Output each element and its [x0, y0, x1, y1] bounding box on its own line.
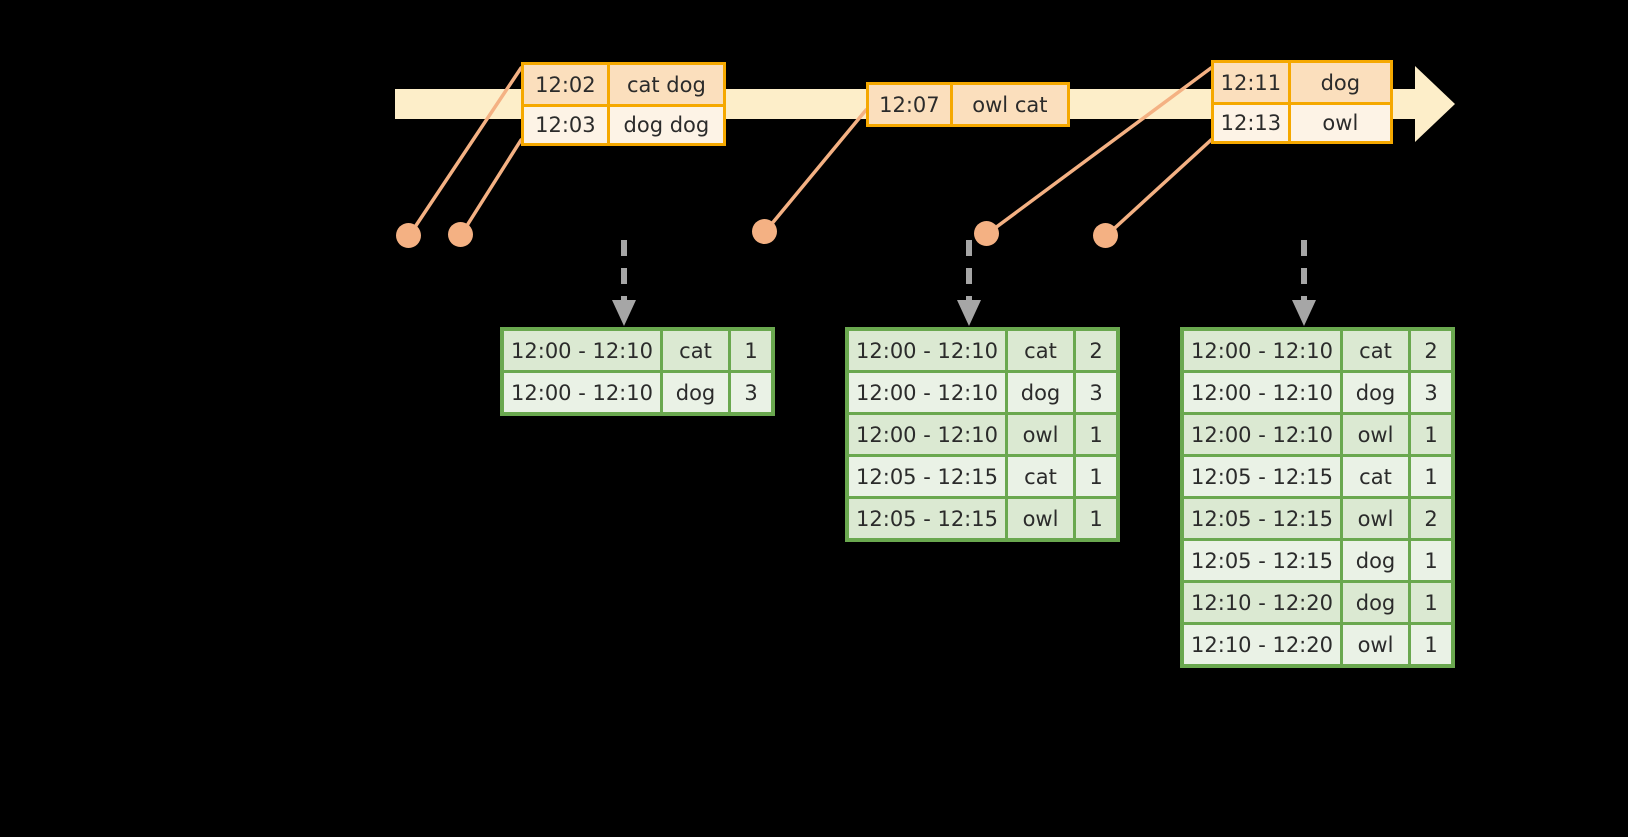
cell-window: 12:05 - 12:15	[849, 499, 1005, 538]
cell-count: 1	[1411, 415, 1451, 454]
cell-count: 1	[731, 331, 771, 370]
cell-count: 1	[1076, 457, 1116, 496]
cell-window: 12:00 - 12:10	[1184, 373, 1340, 412]
event-box-3: 12:11 dog 12:13 owl	[1211, 60, 1393, 144]
cell-window: 12:05 - 12:15	[849, 457, 1005, 496]
event-time: 12:03	[524, 107, 610, 143]
cell-word: dog	[1343, 373, 1408, 412]
table-row: 12:00 - 12:10 cat 2	[849, 331, 1116, 370]
cell-count: 1	[1076, 415, 1116, 454]
cell-word: dog	[663, 373, 728, 412]
cell-word: cat	[663, 331, 728, 370]
cell-word: cat	[1008, 331, 1073, 370]
table-row: 12:05 - 12:15 dog 1	[1184, 541, 1451, 580]
event-row: 12:11 dog	[1214, 63, 1390, 102]
table-row: 12:10 - 12:20 owl 1	[1184, 625, 1451, 664]
cell-count: 2	[1076, 331, 1116, 370]
event-box-1: 12:02 cat dog 12:03 dog dog	[521, 62, 726, 146]
cell-word: dog	[1343, 583, 1408, 622]
event-row: 12:07 owl cat	[869, 85, 1067, 124]
table-row: 12:00 - 12:10 owl 1	[1184, 415, 1451, 454]
cell-window: 12:05 - 12:15	[1184, 541, 1340, 580]
table-row: 12:00 - 12:10 owl 1	[849, 415, 1116, 454]
event-row: 12:13 owl	[1214, 102, 1390, 141]
event-time: 12:11	[1214, 63, 1291, 102]
cell-count: 3	[731, 373, 771, 412]
cell-window: 12:00 - 12:10	[504, 331, 660, 370]
cell-count: 1	[1411, 541, 1451, 580]
table-row: 12:05 - 12:15 owl 2	[1184, 499, 1451, 538]
cell-window: 12:00 - 12:10	[849, 415, 1005, 454]
cell-count: 1	[1411, 457, 1451, 496]
dashed-down-arrow-icon-1	[612, 240, 636, 326]
cell-window: 12:00 - 12:10	[1184, 415, 1340, 454]
cell-word: owl	[1343, 499, 1408, 538]
connector-dot	[752, 219, 777, 244]
table-row: 12:00 - 12:10 dog 3	[504, 373, 771, 412]
cell-count: 1	[1076, 499, 1116, 538]
event-box-2: 12:07 owl cat	[866, 82, 1070, 127]
cell-window: 12:00 - 12:10	[504, 373, 660, 412]
cell-count: 1	[1411, 625, 1451, 664]
cell-count: 3	[1076, 373, 1116, 412]
table-row: 12:05 - 12:15 owl 1	[849, 499, 1116, 538]
cell-window: 12:10 - 12:20	[1184, 625, 1340, 664]
connector-dot	[448, 222, 473, 247]
event-words: cat dog	[609, 65, 723, 104]
cell-window: 12:05 - 12:15	[1184, 499, 1340, 538]
cell-window: 12:00 - 12:10	[849, 373, 1005, 412]
event-time: 12:02	[524, 65, 610, 104]
event-time: 12:07	[869, 85, 953, 124]
timeline-arrowhead-icon	[1415, 66, 1455, 142]
table-row: 12:10 - 12:20 dog 1	[1184, 583, 1451, 622]
event-words: dog dog	[609, 107, 723, 143]
dashed-down-arrow-icon-3	[1292, 240, 1316, 326]
cell-window: 12:00 - 12:10	[1184, 331, 1340, 370]
cell-word: owl	[1008, 415, 1073, 454]
cell-window: 12:00 - 12:10	[849, 331, 1005, 370]
cell-word: dog	[1343, 541, 1408, 580]
result-table-2: 12:00 - 12:10 cat 2 12:00 - 12:10 dog 3 …	[845, 327, 1120, 542]
event-row: 12:02 cat dog	[524, 65, 723, 104]
cell-word: cat	[1343, 457, 1408, 496]
cell-count: 2	[1411, 331, 1451, 370]
connector-dot	[1093, 223, 1118, 248]
table-row: 12:00 - 12:10 cat 1	[504, 331, 771, 370]
cell-word: owl	[1343, 415, 1408, 454]
cell-window: 12:10 - 12:20	[1184, 583, 1340, 622]
table-row: 12:00 - 12:10 cat 2	[1184, 331, 1451, 370]
result-table-3: 12:00 - 12:10 cat 2 12:00 - 12:10 dog 3 …	[1180, 327, 1455, 668]
event-words: owl cat	[952, 85, 1067, 124]
connector-dot	[396, 223, 421, 248]
cell-word: dog	[1008, 373, 1073, 412]
event-row: 12:03 dog dog	[524, 104, 723, 143]
cell-word: cat	[1008, 457, 1073, 496]
event-words: owl	[1290, 105, 1390, 141]
event-words: dog	[1290, 63, 1390, 102]
cell-count: 2	[1411, 499, 1451, 538]
table-row: 12:00 - 12:10 dog 3	[1184, 373, 1451, 412]
cell-word: cat	[1343, 331, 1408, 370]
event-time: 12:13	[1214, 105, 1291, 141]
cell-word: owl	[1008, 499, 1073, 538]
table-row: 12:05 - 12:15 cat 1	[849, 457, 1116, 496]
cell-window: 12:05 - 12:15	[1184, 457, 1340, 496]
cell-word: owl	[1343, 625, 1408, 664]
table-row: 12:00 - 12:10 dog 3	[849, 373, 1116, 412]
cell-count: 1	[1411, 583, 1451, 622]
cell-count: 3	[1411, 373, 1451, 412]
connector-dot	[974, 221, 999, 246]
result-table-1: 12:00 - 12:10 cat 1 12:00 - 12:10 dog 3	[500, 327, 775, 416]
table-row: 12:05 - 12:15 cat 1	[1184, 457, 1451, 496]
dashed-down-arrow-icon-2	[957, 240, 981, 326]
